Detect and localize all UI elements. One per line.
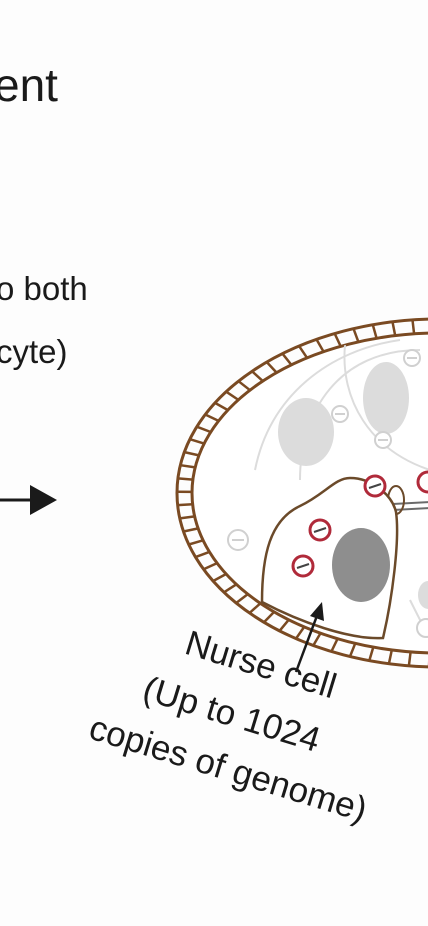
follicle-cell-segment: [195, 550, 210, 559]
nurse-cell-nucleus: [332, 528, 390, 602]
follicle-cell-segment: [196, 425, 212, 434]
follicle-cell-segment: [352, 328, 360, 343]
follicle-cell-segment: [184, 450, 200, 457]
follicle-cell-segment: [294, 626, 306, 640]
follicle-cell-segment: [391, 321, 397, 336]
follicle-cell-segment: [315, 338, 325, 353]
follicle-cell-segment: [212, 572, 227, 583]
follicle-cell-segment: [235, 593, 249, 604]
nurse-cell: [260, 470, 428, 640]
follicle-cell-segment: [177, 477, 193, 481]
dot-marker: [291, 554, 315, 578]
ghost-nucleus: [278, 398, 334, 466]
follicle-cell-segment: [368, 646, 375, 661]
ghost-nucleus: [363, 362, 409, 434]
follicle-cell-segment: [263, 611, 275, 624]
follicle-cell-segment: [371, 324, 378, 339]
follicle-cell-segment: [312, 632, 322, 647]
follicle-cell-segment: [248, 602, 262, 614]
follicle-cell-segment: [183, 527, 199, 533]
follicle-cell-segment: [177, 502, 193, 507]
follicle-cell-segment: [225, 390, 240, 401]
page-title: ent: [0, 59, 58, 111]
follicle-cell-segment: [189, 438, 205, 445]
dot-marker: [363, 474, 387, 498]
follicle-cell-segment: [251, 370, 264, 383]
follicle-cell-segment: [214, 401, 229, 412]
follicle-cell-segment: [387, 649, 394, 664]
pointer-arrow-icon: [294, 602, 324, 673]
follicle-cell-segment: [188, 539, 204, 546]
follicle-cell-segment: [330, 638, 339, 653]
background-cells: [227, 339, 428, 653]
follicle-cell-segment: [281, 352, 293, 366]
follicle-cell-segment: [348, 642, 357, 657]
follicle-cell-segment: [203, 561, 218, 571]
follicle-cell-segment: [237, 380, 251, 392]
follicle-cell-segment: [180, 463, 196, 469]
follicle-cell-segment: [407, 651, 412, 666]
dot-marker: [416, 470, 428, 494]
side-text-line-2: cyte): [0, 333, 68, 370]
side-text-line-1: o both: [0, 270, 88, 307]
dot-marker: [308, 518, 332, 542]
follicle-cell-segment: [298, 345, 309, 359]
follicle-cell-segment: [411, 319, 416, 335]
follicle-cell-segment: [223, 583, 238, 594]
arrow-right-icon: [0, 485, 57, 515]
follicle-cell-segment: [179, 515, 195, 520]
follicle-cell-segment: [333, 333, 342, 347]
follicle-cell-segment: [278, 619, 290, 632]
follicle-cell-segment: [265, 361, 278, 374]
follicle-cell-segment: [204, 413, 220, 423]
